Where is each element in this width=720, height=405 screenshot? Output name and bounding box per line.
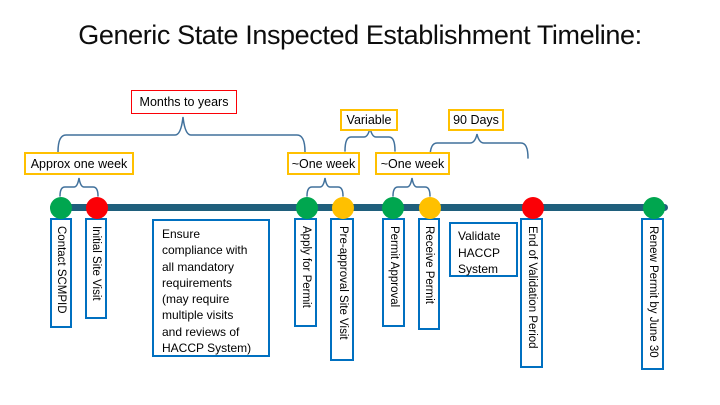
milestone-dot-apply-for-permit — [296, 197, 318, 219]
milestone-dot-receive-permit — [419, 197, 441, 219]
duration-label-one-week-b: ~One week — [375, 152, 450, 175]
milestone-label-apply-for-permit: Apply for Permit — [294, 218, 317, 327]
milestone-dot-contact-scmpid — [50, 197, 72, 219]
milestone-dot-end-of-validation — [522, 197, 544, 219]
milestone-label-end-of-validation-period: End of Validation Period — [520, 218, 543, 368]
duration-label-months-to-years: Months to years — [131, 90, 237, 114]
milestone-label-pre-approval-site-visit: Pre-approval Site Visit — [330, 218, 354, 361]
milestone-label-receive-permit: Receive Permit — [418, 218, 440, 330]
note-validate-haccp-system: Validate HACCP System — [449, 222, 518, 277]
milestone-dot-renew-permit — [643, 197, 665, 219]
milestone-label-initial-site-visit: Initial Site Visit — [85, 218, 107, 319]
note-ensure-compliance: Ensure compliance with all mandatory req… — [152, 219, 270, 357]
brace-90-days — [429, 133, 529, 159]
brace-months-to-years — [57, 116, 306, 153]
duration-label-one-week-a: ~One week — [287, 152, 360, 175]
duration-label-approx-one-week: Approx one week — [24, 152, 134, 175]
milestone-dot-permit-approval — [382, 197, 404, 219]
brace-approx-one-week — [59, 177, 99, 197]
brace-one-week-a — [306, 177, 344, 197]
brace-variable — [344, 127, 396, 152]
milestone-label-permit-approval: Permit Approval — [382, 218, 405, 327]
duration-label-variable: Variable — [340, 109, 398, 131]
duration-label-90-days: 90 Days — [448, 109, 504, 131]
milestone-dot-pre-approval-visit — [332, 197, 354, 219]
milestone-label-renew-permit: Renew Permit by June 30 — [641, 218, 664, 370]
brace-one-week-b — [392, 177, 431, 197]
timeline-bar — [50, 204, 668, 211]
milestone-label-contact-scmpid: Contact SCMPID — [50, 218, 72, 328]
page-title: Generic State Inspected Establishment Ti… — [78, 20, 642, 50]
milestone-dot-initial-site-visit — [86, 197, 108, 219]
